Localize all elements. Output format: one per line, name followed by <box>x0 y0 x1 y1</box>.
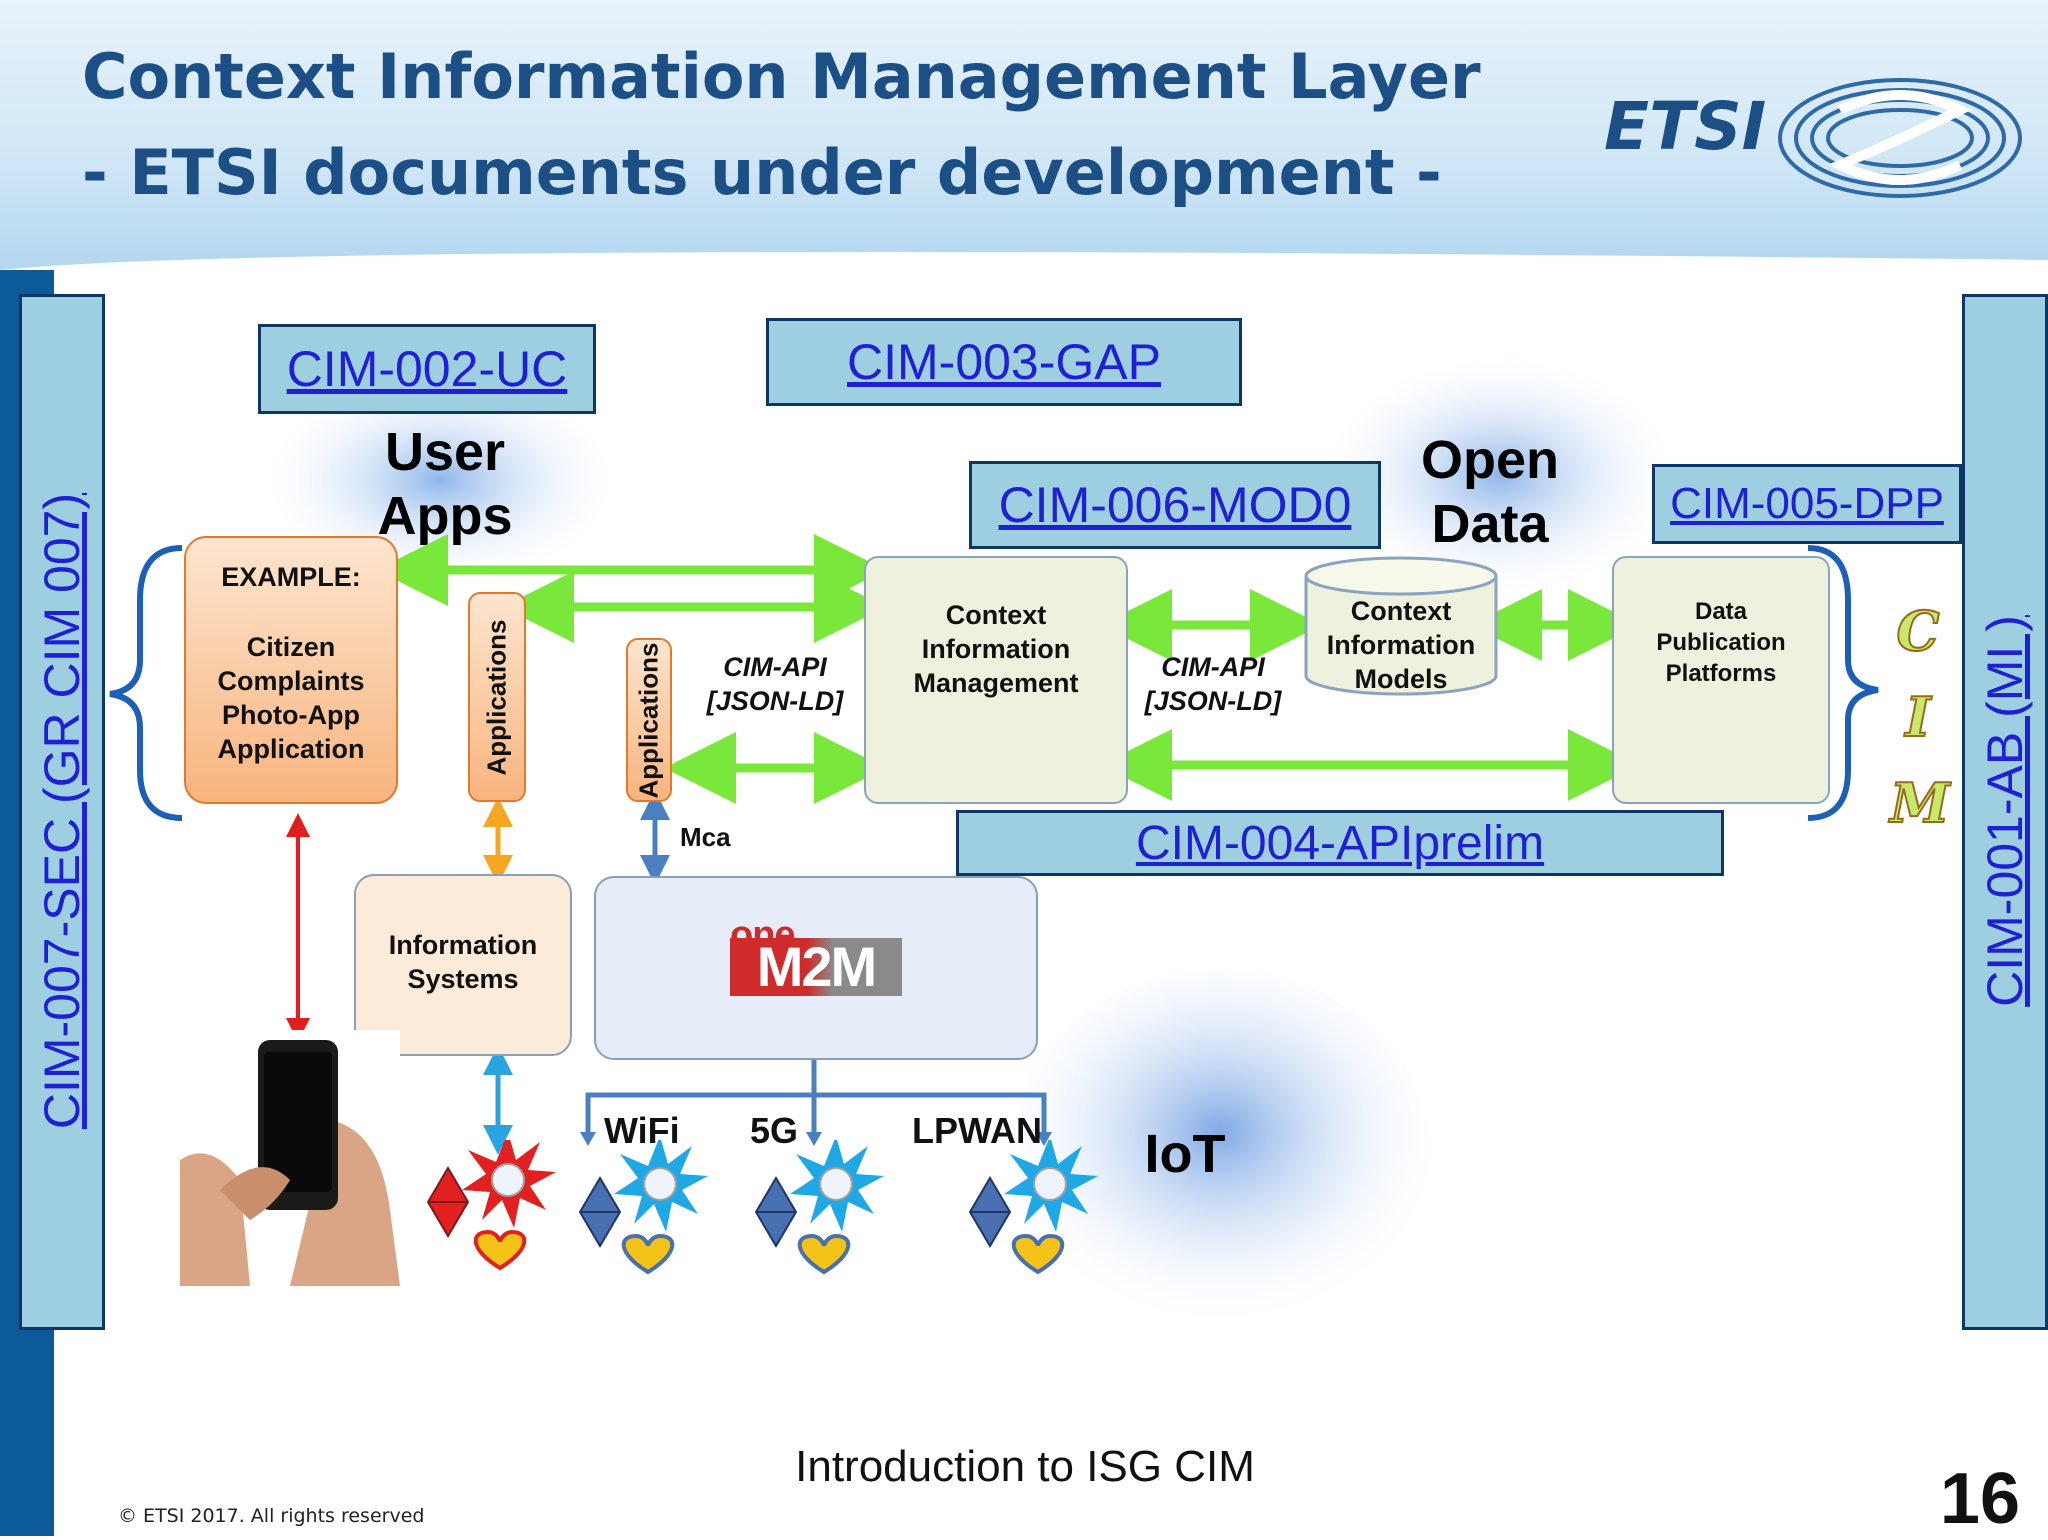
slide-title-line2: - ETSI documents under development - <box>82 136 1442 209</box>
left-brace <box>109 545 183 821</box>
dpp-line: Platforms <box>1665 660 1777 687</box>
device-heart-blue <box>797 1234 851 1274</box>
device-diamond-blue <box>755 1177 797 1247</box>
example-line: Application <box>217 734 365 764</box>
api-label-right-line2: [JSON-LD] <box>1144 686 1282 716</box>
api-label-left-line1: CIM-API <box>723 652 827 682</box>
network-arrow-wifi <box>580 1132 596 1146</box>
device-sun-blue <box>789 1140 885 1233</box>
info-systems-line: Information <box>388 930 538 960</box>
mca-label: Mca <box>680 822 731 852</box>
device-diamond-red <box>427 1167 469 1237</box>
models-label: Context Information Models <box>1304 594 1498 696</box>
info-systems-box: Information Systems <box>354 874 572 1056</box>
cloud-iot <box>1010 970 1430 1330</box>
doc-link-uc[interactable]: CIM-002-UC <box>258 324 596 414</box>
doc-link-dpp[interactable]: CIM-005-DPP <box>1652 464 1962 544</box>
network-label-wifi: WiFi <box>604 1110 680 1151</box>
right-brace <box>1807 545 1879 821</box>
cloud-user-apps <box>270 380 610 580</box>
api-label-right: CIM-API [JSON-LD] <box>1128 650 1298 718</box>
network-tree <box>585 1060 1047 1140</box>
device-heart-blue <box>621 1234 675 1274</box>
header-background <box>0 0 2048 300</box>
device-icons <box>427 1140 1099 1274</box>
cim-letters: C I M <box>1889 588 1951 846</box>
cim-box-line: Context <box>945 600 1047 630</box>
device-diamond-blue <box>969 1177 1011 1247</box>
info-systems-line: Systems <box>407 964 519 994</box>
network-arrow-lpwan <box>1036 1132 1052 1146</box>
cim-box-line: Information <box>921 634 1071 664</box>
applications-label-2: Applications <box>633 642 664 799</box>
cim-box-line: Management <box>913 668 1079 698</box>
cloud-label-iot: IoT <box>1144 1124 1226 1184</box>
models-line: Context <box>1350 596 1452 626</box>
network-label-5g: 5G <box>750 1110 799 1151</box>
doc-link-gap[interactable]: CIM-003-GAP <box>766 318 1242 406</box>
network-arrow-5g <box>806 1132 822 1146</box>
dpp-box: Data Publication Platforms <box>1612 556 1830 804</box>
dpp-line: Publication <box>1656 629 1786 656</box>
footer-center-text: Introduction to ISG CIM <box>795 1442 1255 1491</box>
example-app-box: EXAMPLE: Citizen Complaints Photo-App Ap… <box>184 536 398 804</box>
api-label-left: CIM-API [JSON-LD] <box>690 650 860 718</box>
models-cylinder: Context Information Models <box>1304 556 1498 696</box>
footer-copyright: © ETSI 2017. All rights reserved <box>118 1505 425 1527</box>
cloud-label-data: Data <box>1431 494 1549 554</box>
dpp-line: Data <box>1694 598 1748 625</box>
info-systems-label: Information Systems <box>356 928 570 996</box>
example-lines: Citizen Complaints Photo-App Application <box>186 630 396 766</box>
page-number: 16 <box>1939 1459 2020 1539</box>
example-line: Complaints <box>217 666 365 696</box>
cloud-label-open: Open <box>1420 430 1559 490</box>
etsi-logo: ETSI <box>1600 70 2040 220</box>
phone-hand-image <box>180 1030 400 1286</box>
onem2m-logo-m2m: M2M <box>730 938 902 996</box>
example-line: Photo-App <box>222 700 360 730</box>
doc-link-mod[interactable]: CIM-006-MOD0 <box>969 461 1381 549</box>
models-cylinder-shape <box>1304 556 1498 696</box>
models-line: Information <box>1326 630 1476 660</box>
dpp-box-label: Data Publication Platforms <box>1614 596 1828 689</box>
cim-box: Context Information Management <box>864 556 1128 804</box>
device-sun-blue <box>613 1140 709 1233</box>
side-bar-ab[interactable]: CIM-001-AB (MI ) <box>1962 294 2048 1330</box>
models-line: Models <box>1354 664 1448 694</box>
device-sun-red <box>461 1140 557 1229</box>
cloud-label-open-data: Open Data <box>1395 428 1585 556</box>
device-sun-blue <box>1003 1140 1099 1233</box>
network-label-lpwan: LPWAN <box>912 1110 1042 1151</box>
example-line: Citizen <box>246 632 336 662</box>
applications-box-1: Applications <box>468 592 526 802</box>
cim-letter: I <box>1904 684 1931 750</box>
cim-letter: M <box>1889 770 1951 836</box>
etsi-logo-text: ETSI <box>1604 88 1767 165</box>
api-label-right-line1: CIM-API <box>1161 652 1265 682</box>
cim-box-label: Context Information Management <box>866 598 1126 700</box>
cim-letter: C <box>1896 598 1941 664</box>
doc-link-api[interactable]: CIM-004-APIprelim <box>956 810 1724 876</box>
api-label-left-line2: [JSON-LD] <box>706 686 844 716</box>
etsi-logo-mark <box>1778 78 2022 198</box>
applications-box-2: Applications <box>626 638 672 802</box>
header-swoosh <box>0 252 2048 300</box>
side-bar-sec[interactable]: CIM-007-SEC (GR CIM 007) <box>19 294 105 1330</box>
cloud-open-data <box>1330 360 1670 590</box>
device-diamond-blue <box>579 1177 621 1247</box>
device-heart-blue <box>1011 1234 1065 1274</box>
example-title: EXAMPLE: <box>221 562 361 592</box>
cloud-label-user: User <box>384 422 506 482</box>
applications-label-1: Applications <box>481 619 512 776</box>
slide-title-line1: Context Information Management Layer <box>82 40 1481 113</box>
onem2m-box: one M2M <box>594 876 1038 1060</box>
device-heart-red <box>473 1230 527 1270</box>
